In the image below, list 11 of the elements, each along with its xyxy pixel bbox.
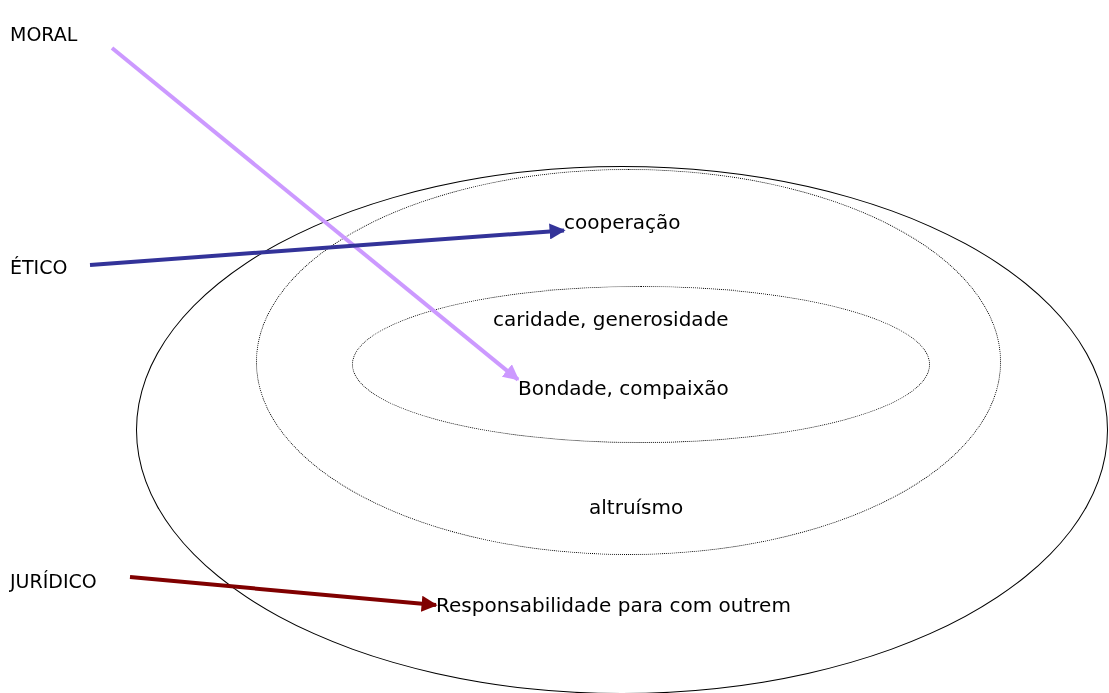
arrow <box>110 46 520 382</box>
concept-label: caridade, generosidade <box>493 307 729 331</box>
concept-label: altruísmo <box>589 495 684 519</box>
category-label: MORAL <box>10 20 112 48</box>
arrow <box>89 223 566 267</box>
concept-label: Bondade, compaixão <box>518 376 729 400</box>
category-label: JURÍDICO <box>10 566 130 596</box>
concept-label: Responsabilidade para com outrem <box>436 593 791 617</box>
category-label: ÉTICO <box>10 252 90 282</box>
arrow <box>129 575 438 612</box>
concept-label: cooperação <box>564 210 681 234</box>
